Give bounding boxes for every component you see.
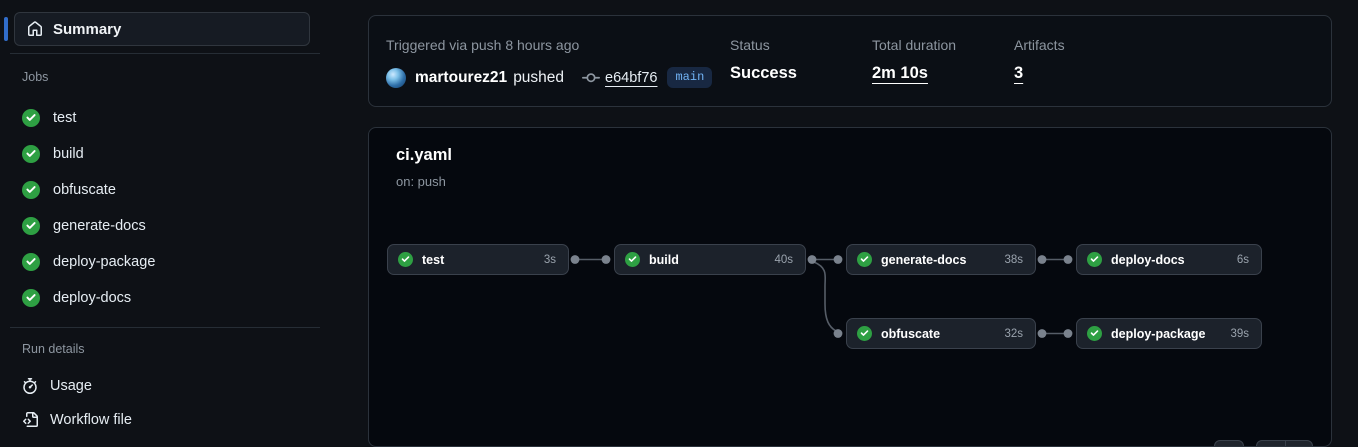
file-code-icon <box>22 412 38 428</box>
workflow-node-deploy-package[interactable]: deploy-package 39s <box>1076 318 1262 349</box>
sidebar-job-build[interactable]: build <box>22 136 312 172</box>
sidebar-job-generate-docs[interactable]: generate-docs <box>22 208 312 244</box>
check-circle-icon <box>22 109 40 127</box>
git-commit-icon <box>582 69 601 87</box>
sidebar-item-label: Summary <box>53 20 122 38</box>
node-label: build <box>649 252 679 267</box>
workflow-title: ci.yaml <box>396 146 452 164</box>
sidebar-divider <box>10 327 320 328</box>
duration-label: Total duration <box>872 37 957 53</box>
node-label: deploy-package <box>1111 326 1206 341</box>
node-label: obfuscate <box>881 326 941 341</box>
check-circle-icon <box>22 145 40 163</box>
job-label: build <box>53 146 84 162</box>
check-circle-icon <box>857 252 872 267</box>
sidebar-item-workflow-file[interactable]: Workflow file <box>22 402 312 438</box>
sidebar-divider <box>10 53 320 54</box>
node-duration: 39s <box>1230 327 1249 340</box>
workflow-node-test[interactable]: test 3s <box>387 244 569 275</box>
workflow-trigger: on: push <box>396 174 446 189</box>
workflow-node-obfuscate[interactable]: obfuscate 32s <box>846 318 1036 349</box>
actor-name: martourez21 <box>415 68 508 86</box>
node-duration: 6s <box>1236 253 1249 266</box>
branch-badge[interactable]: main <box>667 67 713 88</box>
node-label: test <box>422 252 445 267</box>
check-circle-icon <box>398 252 413 267</box>
graph-control-button[interactable] <box>1256 440 1313 446</box>
run-summary-card: Triggered via push 8 hours ago martourez… <box>368 15 1332 107</box>
node-label: deploy-docs <box>1111 252 1185 267</box>
sidebar-job-obfuscate[interactable]: obfuscate <box>22 172 312 208</box>
sidebar-job-deploy-docs[interactable]: deploy-docs <box>22 280 312 316</box>
commit-sha-link[interactable]: e64bf76 <box>605 69 658 86</box>
stopwatch-icon <box>22 378 38 394</box>
check-circle-icon <box>22 253 40 271</box>
status-label: Status <box>730 37 770 53</box>
node-duration: 32s <box>1004 327 1023 340</box>
sidebar: Summary Jobs test build obfuscate genera… <box>0 0 350 447</box>
home-icon <box>27 21 43 37</box>
artifacts-label: Artifacts <box>1014 37 1065 53</box>
action-text: pushed <box>513 68 565 86</box>
check-circle-icon <box>22 217 40 235</box>
duration-value[interactable]: 2m 10s <box>872 64 928 82</box>
selected-accent-bar <box>4 17 8 41</box>
sidebar-job-test[interactable]: test <box>22 100 312 136</box>
node-duration: 40s <box>774 253 793 266</box>
check-circle-icon <box>857 326 872 341</box>
job-label: deploy-package <box>53 254 156 270</box>
actor-avatar[interactable] <box>386 67 406 88</box>
sidebar-item-summary[interactable]: Summary <box>14 12 310 46</box>
check-circle-icon <box>625 252 640 267</box>
run-details-header: Run details <box>22 342 85 356</box>
sidebar-job-deploy-package[interactable]: deploy-package <box>22 244 312 280</box>
graph-control-button[interactable] <box>1214 440 1244 446</box>
check-circle-icon <box>1087 326 1102 341</box>
node-duration: 3s <box>543 253 556 266</box>
push-event-row: martourez21 pushed e64bf76 main <box>386 67 713 88</box>
jobs-header: Jobs <box>22 70 49 84</box>
triggered-text: Triggered via push 8 hours ago <box>386 37 580 53</box>
workflow-node-deploy-docs[interactable]: deploy-docs 6s <box>1076 244 1262 275</box>
workflow-node-generate-docs[interactable]: generate-docs 38s <box>846 244 1036 275</box>
node-label: generate-docs <box>881 252 967 267</box>
job-label: obfuscate <box>53 182 116 198</box>
status-value: Success <box>730 64 797 82</box>
job-label: generate-docs <box>53 218 146 234</box>
workflow-node-build[interactable]: build 40s <box>614 244 806 275</box>
workflow-file-label: Workflow file <box>50 412 132 428</box>
workflow-graph-card: ci.yaml on: push <box>368 127 1332 447</box>
usage-label: Usage <box>50 378 92 394</box>
check-circle-icon <box>22 181 40 199</box>
check-circle-icon <box>1087 252 1102 267</box>
check-circle-icon <box>22 289 40 307</box>
job-label: test <box>53 110 77 126</box>
graph-zoom-controls <box>1214 440 1313 446</box>
sidebar-item-usage[interactable]: Usage <box>22 368 312 404</box>
node-duration: 38s <box>1004 253 1023 266</box>
artifacts-count[interactable]: 3 <box>1014 64 1024 82</box>
job-label: deploy-docs <box>53 290 132 306</box>
workflow-graph-edges <box>570 255 1073 338</box>
